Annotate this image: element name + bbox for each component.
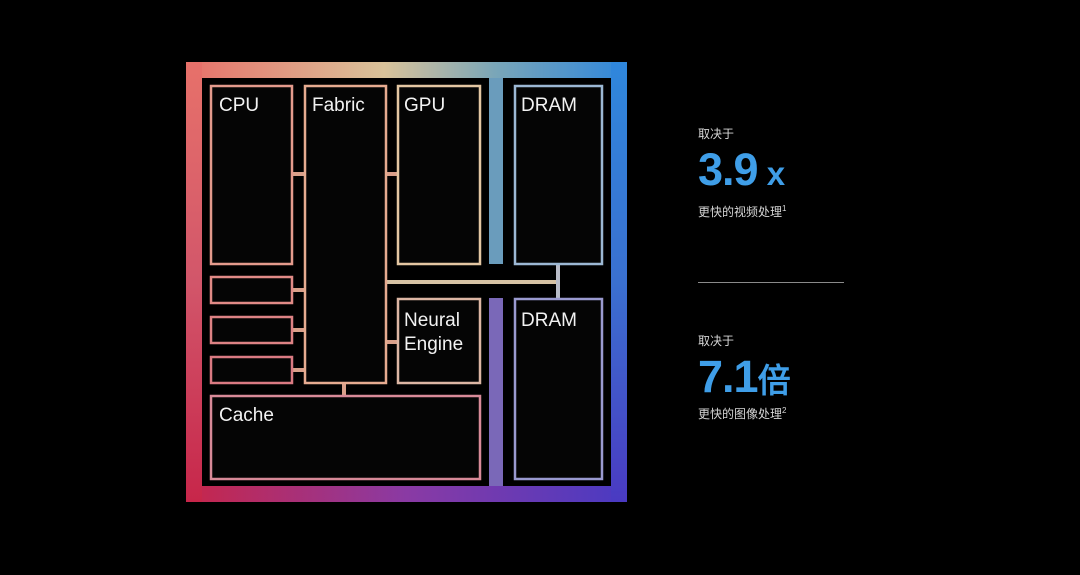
dram-bottom-label: DRAM bbox=[521, 310, 577, 331]
gpu-label: GPU bbox=[404, 95, 445, 116]
stat-image-prefix: 取决于 bbox=[698, 334, 735, 348]
neural-engine-label-line2: Engine bbox=[404, 334, 463, 355]
stat-image-value: 7.1倍 bbox=[698, 354, 791, 399]
stat-video-value: 3.9 x bbox=[698, 147, 788, 192]
neural-engine-label-line1: Neural bbox=[404, 310, 460, 331]
interconnects bbox=[292, 172, 560, 396]
stat-video-number: 3.9 bbox=[698, 144, 759, 195]
cache-label: Cache bbox=[219, 405, 274, 426]
soc-memory-divider bbox=[489, 78, 503, 264]
small-block-1 bbox=[209, 275, 294, 305]
stat-image-unit: 倍 bbox=[757, 362, 791, 399]
stat-video: 取决于 3.9 x 更快的视频处理1 bbox=[698, 127, 788, 222]
stat-image-desc-text: 更快的图像处理 bbox=[698, 407, 783, 421]
cache-block bbox=[209, 394, 482, 481]
stat-image: 取决于 7.1倍 更快的图像处理2 bbox=[698, 334, 791, 424]
gpu-block bbox=[396, 84, 482, 266]
fabric-label: Fabric bbox=[312, 95, 365, 116]
dram-top-block bbox=[513, 84, 604, 266]
neural-engine-block bbox=[396, 297, 482, 385]
fabric-block bbox=[303, 84, 388, 385]
stats-divider bbox=[698, 282, 844, 283]
small-block-2 bbox=[209, 315, 294, 345]
stat-video-desc-text: 更快的视频处理 bbox=[698, 205, 783, 219]
dram-bottom-block bbox=[513, 297, 604, 481]
stat-image-footnote: 2 bbox=[782, 406, 787, 415]
stat-video-footnote: 1 bbox=[782, 204, 787, 213]
small-block-3 bbox=[209, 355, 294, 385]
stat-video-prefix: 取决于 bbox=[698, 127, 735, 141]
cpu-block bbox=[209, 84, 294, 266]
dram-top-label: DRAM bbox=[521, 95, 577, 116]
stat-video-desc: 更快的视频处理1 bbox=[698, 199, 788, 222]
stat-video-unit: x bbox=[757, 155, 786, 192]
cpu-label: CPU bbox=[219, 95, 259, 116]
stat-image-number: 7.1 bbox=[698, 351, 759, 402]
stat-image-desc: 更快的图像处理2 bbox=[698, 401, 788, 424]
